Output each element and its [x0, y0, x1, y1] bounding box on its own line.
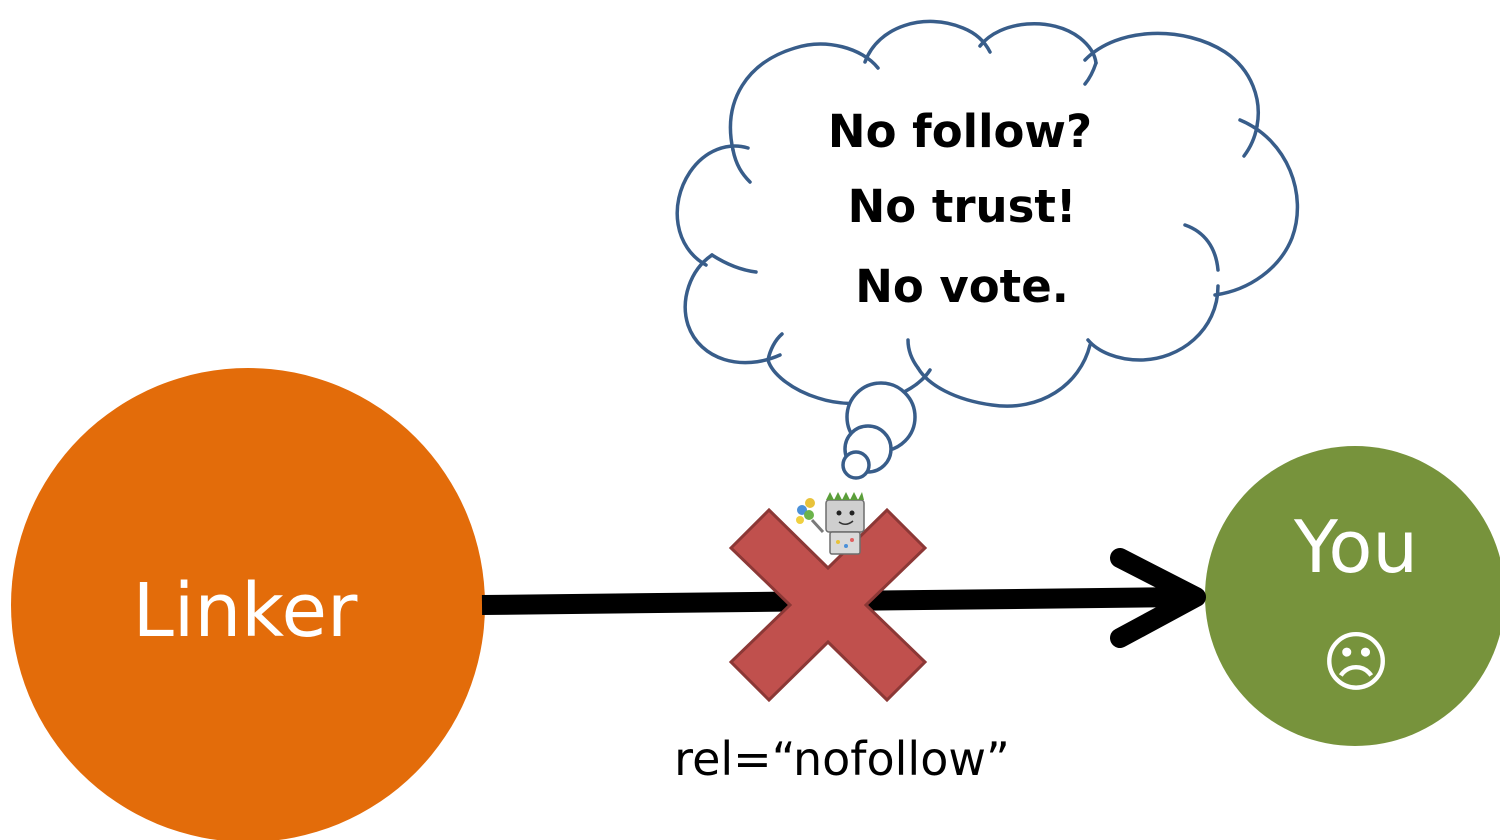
- thought-bubble-small: [841, 450, 871, 480]
- target-circle: [1205, 446, 1500, 746]
- thought-cloud: No follow? No trust! No vote.: [675, 14, 1302, 480]
- arrowhead-icon: [1110, 548, 1206, 648]
- cross-icon: [728, 507, 928, 703]
- target-node: You ☹: [1205, 446, 1500, 746]
- linker-label: Linker: [133, 568, 358, 654]
- linker-circle: [11, 368, 485, 840]
- linker-node: Linker: [11, 368, 485, 840]
- target-label: You: [1293, 505, 1418, 589]
- thought-line-2: No trust!: [848, 180, 1077, 233]
- thought-line-3: No vote.: [855, 260, 1069, 313]
- sad-face-icon: ☹: [1322, 624, 1391, 701]
- nofollow-caption: rel=“nofollow”: [674, 732, 1010, 786]
- googlebot-robot-icon: [796, 492, 865, 555]
- thought-line-1: No follow?: [828, 105, 1092, 158]
